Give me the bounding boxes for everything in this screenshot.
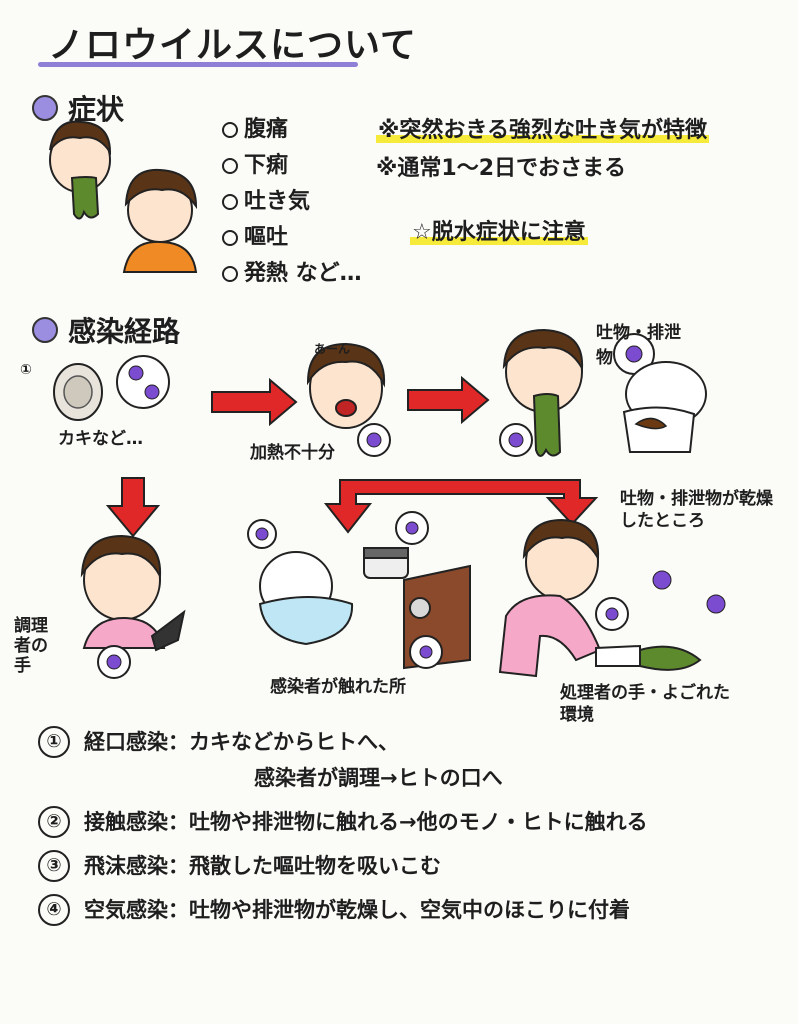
list-item: ② 接触感染：吐物や排泄物に触れる→他のモノ・ヒトに触れる xyxy=(38,800,648,844)
symptom-label: 発熱 など… xyxy=(244,261,362,286)
symptoms-heading: 症状 xyxy=(32,88,124,128)
vomiting-person-step-illustration xyxy=(499,328,584,457)
route-number: ② xyxy=(38,806,70,838)
route-text: 接触感染：吐物や排泄物に触れる→他のモノ・ヒトに触れる xyxy=(84,810,648,834)
red-arrow-icon xyxy=(407,375,490,425)
route-number: ④ xyxy=(38,894,70,926)
route-text: 経口感染：カキなどからヒトへ、 xyxy=(84,730,399,754)
cook-illustration xyxy=(80,534,186,679)
red-arrow-icon xyxy=(211,377,298,427)
list-item: 下痢 xyxy=(222,148,362,184)
circle-bullet-icon xyxy=(222,194,238,210)
step-number: ① xyxy=(20,362,32,378)
symptom-label: 吐き気 xyxy=(244,189,311,214)
route-number: ③ xyxy=(38,850,70,882)
handler-cleaning-illustration xyxy=(498,518,726,678)
oyster-illustration xyxy=(53,363,103,421)
route-text: 飛沫感染：飛散した嘔吐物を吸いこむ xyxy=(84,854,441,878)
list-item: ④ 空気感染：吐物や排泄物が乾燥し、空気中のほこりに付着 xyxy=(38,888,648,932)
symptom-label: 腹痛 xyxy=(244,117,289,142)
route-list: ① 経口感染：カキなどからヒトへ、 感染者が調理→ヒトの口へ ② 接触感染：吐物… xyxy=(38,720,648,932)
bullet-icon xyxy=(32,317,58,343)
vomiting-person-illustration xyxy=(49,120,112,220)
list-item: 嘔吐 xyxy=(222,220,362,256)
list-item: 発熱 など… xyxy=(222,256,362,292)
infection-heading: 感染経路 xyxy=(32,310,180,350)
list-item: 吐き気 xyxy=(222,184,362,220)
symptoms-heading-text: 症状 xyxy=(68,93,125,126)
warning-text: ☆脱水症状に注意 xyxy=(410,220,588,245)
eating-person-illustration xyxy=(306,342,391,457)
excreta-label: 吐物・排泄物 xyxy=(596,323,681,368)
door-illustration xyxy=(403,564,471,670)
red-branch-arrow-icon xyxy=(323,479,599,534)
dehydration-warning: ☆脱水症状に注意 xyxy=(410,214,588,246)
aan-label: あーん xyxy=(314,342,351,356)
title-underline xyxy=(38,62,358,67)
circle-bullet-icon xyxy=(222,266,238,282)
toilet-paper-illustration xyxy=(363,547,409,579)
circle-bullet-icon xyxy=(222,122,238,138)
route-number: ① xyxy=(38,726,70,758)
circle-bullet-icon xyxy=(222,230,238,246)
infection-heading-text: 感染経路 xyxy=(68,315,181,348)
list-item: ③ 飛沫感染：飛散した嘔吐物を吸いこむ xyxy=(38,844,648,888)
toilet-illustration xyxy=(247,511,429,646)
page-title: ノロウイルスについて xyxy=(48,25,417,66)
list-item: ① 経口感染：カキなどからヒトへ、 感染者が調理→ヒトの口へ xyxy=(38,720,648,800)
bullet-icon xyxy=(32,95,58,121)
handler-label: 処理者の手・よごれた環境 xyxy=(560,683,730,725)
symptom-label: 下痢 xyxy=(244,153,289,178)
list-item: 腹痛 xyxy=(222,112,362,148)
virus-bubble xyxy=(116,355,170,409)
oyster-label: カキなど… xyxy=(58,429,143,449)
symptom-note-1: ※突然おきる強烈な吐き気が特徴 xyxy=(376,112,709,144)
red-arrow-down-icon xyxy=(105,477,161,538)
route-text: 空気感染：吐物や排泄物が乾燥し、空気中のほこりに付着 xyxy=(84,898,630,922)
route-subtext: 感染者が調理→ヒトの口へ xyxy=(254,766,503,790)
cook-hands-label: 調理者の手 xyxy=(14,616,48,676)
sick-person-illustration xyxy=(122,168,198,273)
symptom-note-2: ※通常1〜2日でおさまる xyxy=(376,156,627,181)
insufficient-heat-label: 加熱不十分 xyxy=(250,443,335,463)
dried-excreta-label: 吐物・排泄物が乾燥したところ xyxy=(620,489,773,531)
symptom-label: 嘔吐 xyxy=(244,225,289,250)
touched-places-label: 感染者が触れた所 xyxy=(270,677,406,697)
note-text: ※突然おきる強烈な吐き気が特徴 xyxy=(376,118,709,143)
toilet-excreta-illustration xyxy=(613,333,707,453)
circle-bullet-icon xyxy=(222,158,238,174)
symptom-list: 腹痛 下痢 吐き気 嘔吐 発熱 など… xyxy=(222,112,362,292)
